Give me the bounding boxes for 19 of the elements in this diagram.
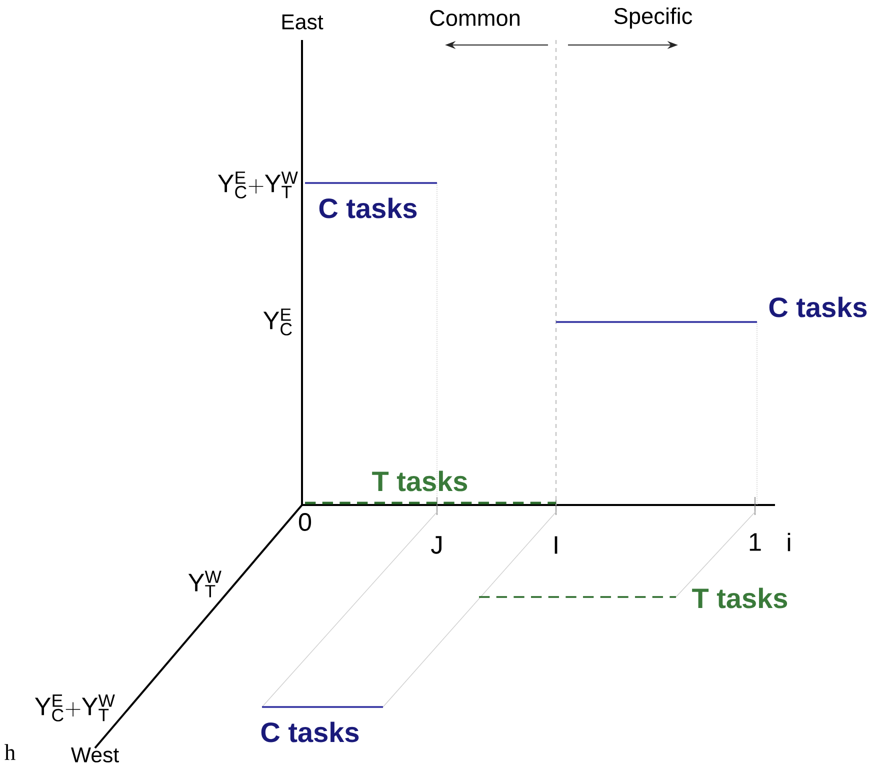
axis-label: i (788, 532, 790, 552)
axis-tick-label: $\mathrm{Y}^{\mathrm{E}}_{\mathrm{C}}$ (263, 308, 292, 336)
axis-label: East (282, 14, 324, 30)
series-label: T tasks (692, 588, 788, 608)
axis-tick-label: $\mathrm{Y}^{\mathrm{E}}_{\mathrm{C}}{+}\mathrm{Y}^{\mathrm{W}}_{\mathrm{T}}$ (218, 172, 298, 198)
series-label: T tasks (372, 470, 468, 492)
series-label: C tasks (261, 722, 359, 742)
stray-letter: h (4, 744, 16, 760)
series-label: C tasks (769, 296, 867, 318)
axis-tick-label: 0 (298, 513, 312, 531)
axis-tick-label: J (431, 536, 442, 554)
axis-tick-label: I (554, 536, 558, 554)
axis-tick-label: $\mathrm{Y}^{\mathrm{E}}_{\mathrm{C}}{+}\mathrm{Y}^{\mathrm{W}}_{\mathrm{T}}$ (34, 694, 115, 722)
series-label: C tasks (319, 198, 417, 218)
direction-label: Common (430, 10, 520, 26)
direction-label: Specific (614, 7, 692, 29)
axis-tick-label: 1 (750, 533, 761, 551)
axis-tick-label: $\mathrm{Y}^{\mathrm{W}}_{\mathrm{T}}$ (188, 570, 222, 598)
axis-label: West (70, 748, 119, 762)
